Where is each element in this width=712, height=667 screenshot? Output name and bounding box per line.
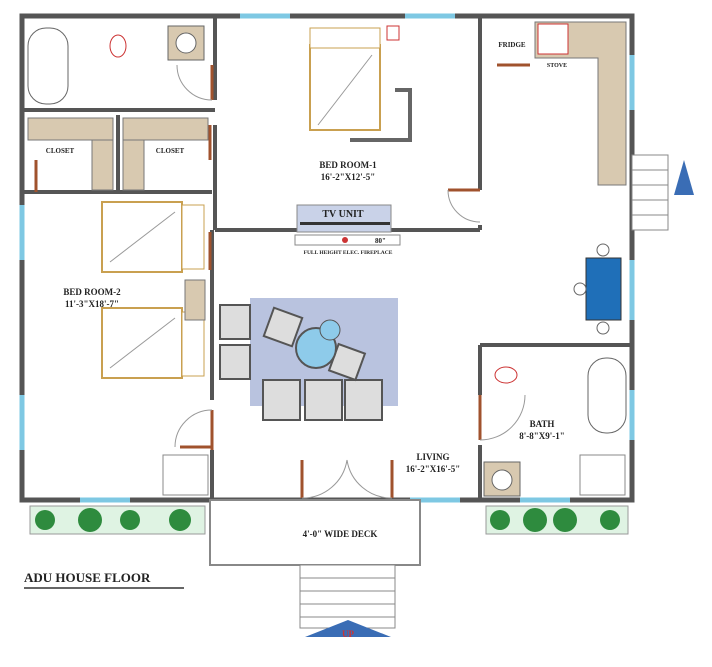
toilet-2 (494, 366, 518, 384)
closet-left-label: CLOSET (46, 147, 75, 155)
bed-lower (101, 307, 205, 379)
kitchen-counter (534, 21, 627, 186)
living-name: LIVING (416, 452, 449, 462)
deck-label: 4'-0" WIDE DECK (303, 529, 378, 539)
fireplace-label: FULL HEIGHT ELEC. FIREPLACE (304, 250, 393, 256)
bedroom2-name: BED ROOM-2 (63, 287, 121, 297)
stove (537, 23, 569, 55)
bedroom2-size: 11'-3"X18'-7" (65, 299, 119, 309)
bath-size: 8'-8"X9'-1" (519, 431, 565, 441)
doors (34, 63, 530, 498)
bed-master (309, 27, 381, 131)
interior-walls (22, 16, 632, 500)
tv-unit-label: TV UNIT (322, 209, 364, 220)
entry-arrow-label: UP (342, 629, 354, 639)
bathtub-2 (587, 357, 627, 434)
deck (209, 499, 421, 566)
bath-name: BATH (530, 419, 555, 429)
dining-table (585, 257, 622, 321)
fridge-label: FRIDGE (498, 41, 526, 49)
front-steps (299, 564, 396, 629)
toilet (109, 34, 127, 58)
bedroom1-name: BED ROOM-1 (319, 160, 377, 170)
side-entry-arrow-icon (674, 160, 694, 195)
bed-upper (101, 201, 205, 273)
bedroom1-size: 16'-2"X12'-5" (321, 172, 376, 182)
plan-title: ADU HOUSE FLOOR (24, 570, 151, 585)
entry-arrow-icon (305, 620, 391, 637)
rug-frame (350, 88, 412, 142)
living-size: 16'-2"X16'-5" (406, 464, 461, 474)
sofa-chairs (219, 304, 383, 421)
windows (19, 13, 635, 503)
door-swings (174, 64, 526, 499)
tv-unit (296, 204, 392, 233)
stove-label: STOVE (547, 63, 567, 69)
bathtub (27, 27, 69, 105)
fireplace-size: 80" (375, 237, 386, 245)
dresser (184, 279, 206, 321)
closet-right-label: CLOSET (156, 147, 185, 155)
closet-shelf (27, 117, 114, 141)
side-stairs (631, 154, 669, 231)
